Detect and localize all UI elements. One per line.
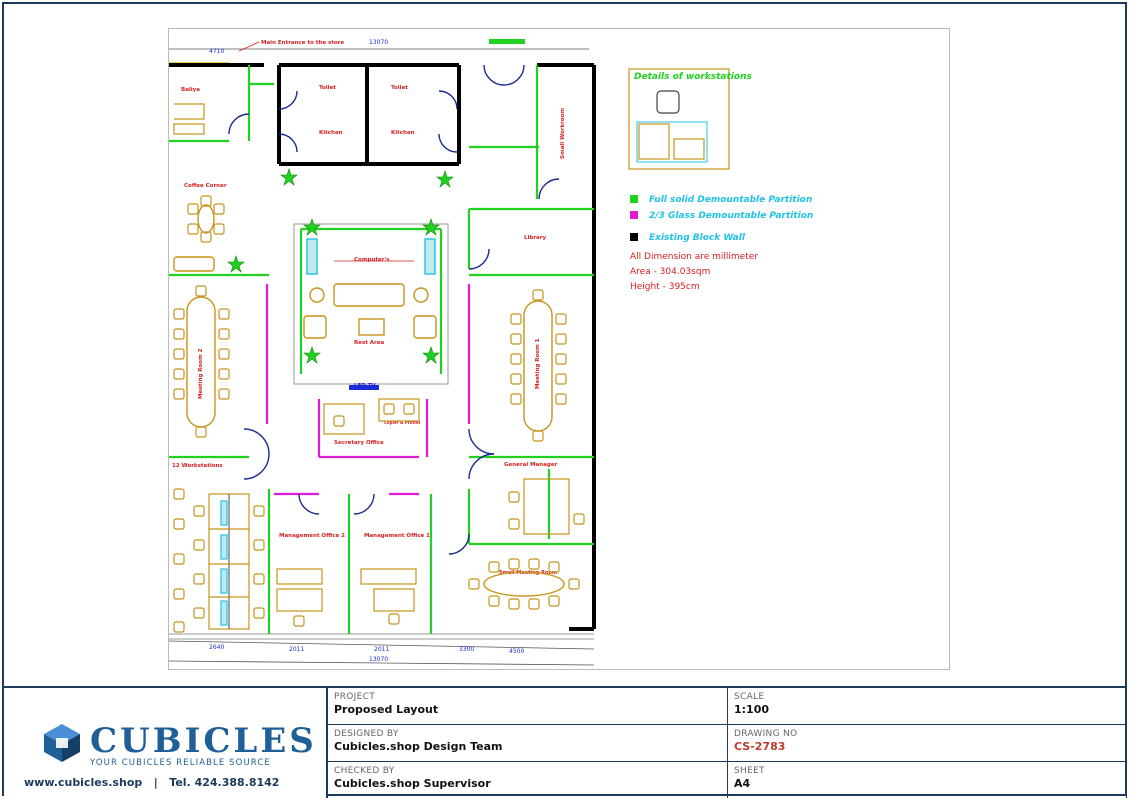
dim-bottom-2: 2011 [289, 646, 304, 653]
logo-cell: CUBICLES YOUR CUBICLES RELIABLE SOURCE w… [4, 688, 328, 798]
label-copier: Copier & Printer [384, 420, 421, 425]
checked-cell: CHECKED BY Cubicles.shop Supervisor [328, 762, 728, 798]
dim-bottom: 13070 [369, 656, 388, 663]
drawing-no-label: DRAWING NO [734, 729, 798, 739]
small-meeting-table [468, 558, 580, 610]
legend-swatch-wall [630, 233, 638, 241]
dim-top-left: 4710 [209, 48, 224, 55]
management-1-furniture [360, 568, 417, 625]
doors [228, 64, 560, 555]
dim-bottom-5: 4500 [509, 648, 524, 655]
plants [227, 168, 454, 364]
dim-bottom-1: 2640 [209, 644, 224, 651]
label-reception: Baliya [181, 87, 200, 93]
label-mgmt2: Management Office 2 [279, 533, 345, 539]
floor-plan-drawing: 13070 4710 13070 2640 2011 2011 3300 450… [168, 28, 950, 670]
drawing-no-cell: DRAWING NO CS-2783 [728, 725, 1127, 762]
cube-logo-icon [44, 724, 80, 762]
legend-note-1: All Dimension are millimeter [630, 252, 758, 262]
checked-label: CHECKED BY [334, 766, 395, 776]
label-computers: Computer's [354, 257, 390, 263]
legend-wall-label: Existing Block Wall [649, 233, 746, 243]
label-toilet-1: Toilet [319, 85, 336, 91]
designed-cell: DESIGNED BY Cubicles.shop Design Team [328, 725, 728, 762]
project-cell: PROJECT Proposed Layout [328, 688, 728, 725]
designed-value: Cubicles.shop Design Team [334, 740, 503, 753]
legend-swatch-solid [630, 195, 638, 203]
checked-value: Cubicles.shop Supervisor [334, 777, 491, 790]
legend-solid-label: Full solid Demountable Partition [649, 195, 812, 205]
label-library: Library [524, 235, 546, 241]
entry-door-marker [489, 39, 525, 44]
designed-label: DESIGNED BY [334, 729, 399, 739]
top-dimension-line: 13070 4710 [169, 39, 589, 55]
legend: Details of workstations Full solid Demou… [628, 68, 813, 292]
legend-note-2: Area - 304.03sqm [630, 267, 710, 277]
contact-line: www.cubicles.shop | Tel. 424.388.8142 [24, 776, 279, 789]
phone-number: Tel. 424.388.8142 [169, 776, 280, 789]
sheet-value: A4 [734, 777, 751, 790]
dim-top: 13070 [369, 39, 388, 46]
secretary-furniture [323, 385, 420, 435]
contact-separator: | [153, 776, 158, 789]
dim-bottom-4: 3300 [459, 646, 474, 653]
title-block: CUBICLES YOUR CUBICLES RELIABLE SOURCE w… [4, 686, 1127, 798]
label-mgmt1: Management Office 1 [364, 533, 430, 539]
workstation-cluster [173, 488, 265, 633]
sheet-cell: SHEET A4 [728, 762, 1127, 798]
gm-furniture [508, 478, 585, 535]
label-secretary: Secretary Office [334, 440, 384, 446]
label-rest-area: Rest Area [354, 340, 384, 346]
legend-note-3: Height - 395cm [630, 282, 700, 292]
label-small-workroom: Small Workroom [560, 108, 566, 159]
legend-workstation-title: Details of workstations [634, 72, 752, 82]
scale-label: SCALE [734, 692, 765, 702]
brand-tagline: YOUR CUBICLES RELIABLE SOURCE [90, 758, 271, 768]
floor-plan-svg: 13070 4710 13070 2640 2011 2011 3300 450… [169, 39, 813, 666]
label-toilet-2: Toilet [391, 85, 408, 91]
website-link[interactable]: www.cubicles.shop [24, 776, 143, 789]
bottom-dimension-line: 13070 2640 2011 2011 3300 4500 [169, 640, 595, 666]
rest-area-furniture [303, 238, 437, 339]
label-small-meeting: Small Meeting Room [499, 570, 557, 576]
management-2-furniture [276, 568, 323, 627]
coffee-table [173, 195, 225, 272]
drawing-no-value: CS-2783 [734, 740, 786, 753]
brand-name: CUBICLES [90, 721, 317, 761]
dim-bottom-3: 2011 [374, 646, 389, 653]
workstation-detail-box [628, 68, 730, 170]
label-kitchen-2: Kitchen [391, 130, 415, 136]
sheet-label: SHEET [734, 766, 765, 776]
block-walls [169, 63, 596, 631]
scale-value: 1:100 [734, 703, 770, 716]
outline-walls [169, 223, 594, 640]
meeting-room-1-table [510, 289, 567, 442]
entrance-arrow [238, 41, 260, 52]
label-coffee: Coffee Corner [184, 183, 227, 189]
label-meeting2: Meeting Room 2 [198, 348, 204, 399]
label-kitchen-1: Kitchen [319, 130, 343, 136]
label-workstations: 12 Workstations [172, 463, 223, 469]
project-value: Proposed Layout [334, 703, 439, 716]
solid-partitions [169, 65, 594, 634]
legend-glass-label: 2/3 Glass Demountable Partition [649, 211, 813, 221]
label-gm: General Manager [504, 462, 558, 468]
reception-desk [173, 103, 205, 135]
entrance-label: Main Entrance to the store [261, 40, 344, 46]
glass-partitions [265, 284, 471, 496]
legend-swatch-glass [630, 211, 638, 219]
project-label: PROJECT [334, 692, 375, 702]
scale-cell: SCALE 1:100 [728, 688, 1127, 725]
label-meeting1: Meeting Room 1 [535, 338, 541, 389]
meeting-room-2-table [173, 285, 230, 438]
